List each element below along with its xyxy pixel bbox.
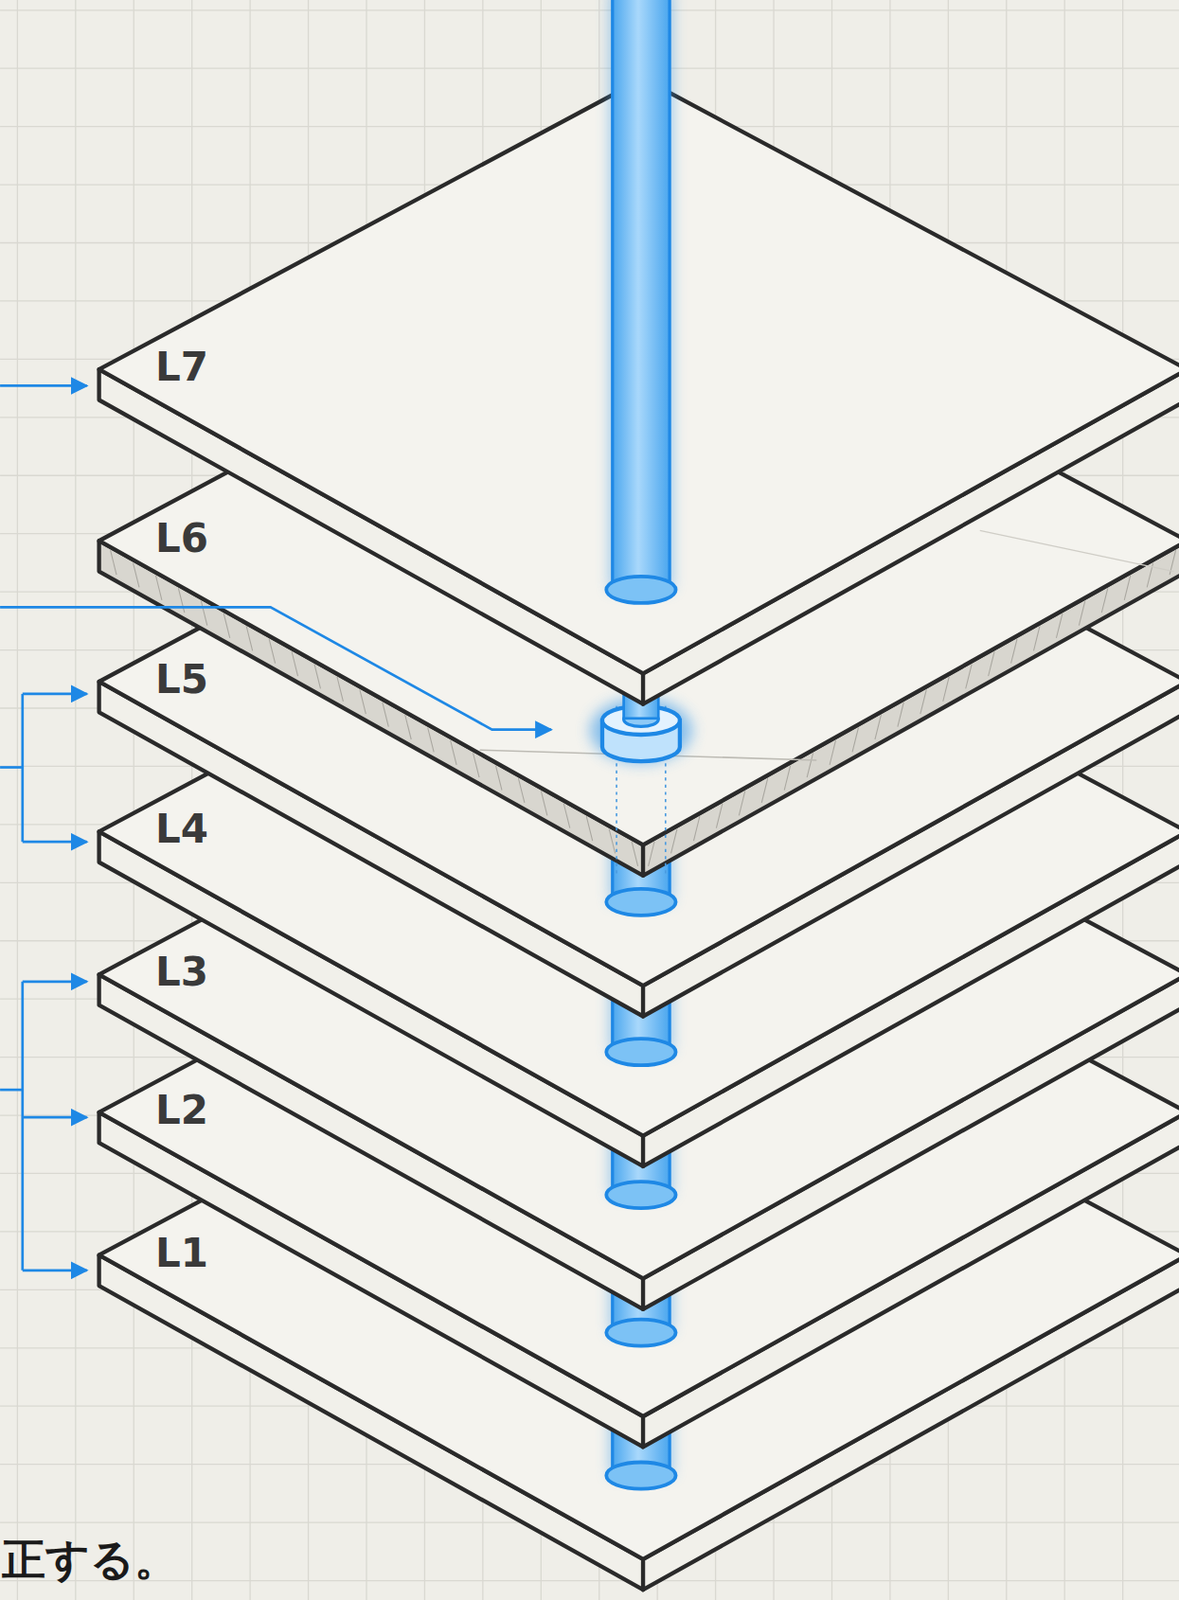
texture-hatch (784, 766, 790, 791)
pointer-arrow (22, 981, 88, 984)
texture-hatch (715, 803, 722, 829)
texture-hatch (897, 702, 904, 728)
pointer-arrow (20, 694, 24, 842)
texture-hatch (337, 677, 343, 702)
layer-label-box: L1 (155, 1232, 209, 1276)
texture-hatch (200, 601, 207, 626)
texture-hatch (223, 613, 230, 639)
texture-hatch (965, 664, 972, 690)
texture-hatch (473, 752, 480, 778)
pointer-arrows (0, 385, 552, 1270)
texture-hatch (359, 689, 366, 715)
texture-hatch (291, 651, 298, 677)
pointer-arrow (22, 693, 88, 697)
texture-hatch (608, 829, 615, 855)
texture-hatch (314, 664, 321, 690)
rod-hole (606, 1462, 676, 1489)
layer-label-box: L4 (155, 807, 209, 852)
texture-hatch (648, 841, 655, 867)
pointer-arrow (22, 840, 88, 844)
texture-hatch (738, 790, 745, 816)
rod-hole (606, 889, 676, 916)
grid-line (0, 9, 1179, 11)
texture-hatch (806, 752, 813, 778)
plates (99, 0, 1179, 1590)
texture-hatch (761, 778, 768, 804)
texture-hatch (155, 575, 161, 601)
texture-hatch (246, 625, 252, 651)
layer-label: L7 (155, 345, 209, 390)
texture-hatch (829, 740, 836, 766)
texture-hatch (405, 714, 411, 740)
texture-hatch (1055, 613, 1062, 639)
layer-label: L3 (155, 950, 209, 995)
texture-hatch (518, 778, 524, 804)
pointer-arrow (20, 982, 24, 1271)
texture-line (980, 530, 1175, 572)
layer-label: L6 (155, 517, 209, 561)
texture-hatch (110, 550, 117, 575)
texture-hatch (671, 829, 678, 855)
layer-plate (99, 0, 1179, 705)
texture-hatch (920, 689, 927, 715)
texture-hatch (1011, 639, 1018, 664)
texture-hatch (693, 816, 699, 841)
pointer-arrow (0, 607, 552, 730)
pointer-arrow (22, 1116, 88, 1120)
rod-glow (610, 0, 673, 590)
layer-label-box: L7 (155, 345, 209, 390)
pointer-arrow (0, 1089, 23, 1092)
pointer-arrow (22, 1269, 88, 1273)
layer-label: L4 (155, 807, 209, 852)
layer-label-box: L6 (155, 517, 209, 561)
texture-hatch (133, 563, 140, 589)
layer-label-box: L5 (155, 658, 209, 702)
texture-hatch (1034, 625, 1040, 651)
texture-hatch (495, 766, 501, 791)
pointer-arrow (0, 766, 23, 769)
grid-line (17, 0, 18, 1600)
texture-hatch (1101, 588, 1108, 613)
layer-label-box: L3 (155, 950, 209, 995)
texture-hatch (988, 651, 995, 677)
texture-hatch (1124, 575, 1130, 601)
texture-hatch (1078, 601, 1085, 626)
texture-hatch (450, 740, 457, 766)
texture-hatch (178, 588, 184, 613)
grid-line (133, 0, 135, 1600)
rod-hole (606, 1038, 676, 1066)
texture-hatch (268, 639, 275, 664)
texture-hatch (382, 702, 389, 728)
caption-fragment: 正する。 (1, 1536, 179, 1585)
texture-hatch (875, 714, 881, 740)
layer-label-box: L2 (155, 1089, 209, 1133)
rod-hole (606, 576, 676, 604)
texture-hatch (852, 728, 858, 753)
texture-hatch (428, 728, 434, 753)
grid-line (0, 68, 1179, 70)
rod (612, 0, 670, 590)
rod-hole (606, 1181, 676, 1209)
rod-hole (606, 1320, 676, 1347)
texture-hatch (631, 841, 638, 867)
texture-hatch (586, 816, 592, 841)
pointer-arrow (0, 384, 88, 388)
texture-hatch (540, 790, 547, 816)
layer-label: L5 (155, 658, 209, 702)
texture-hatch (563, 803, 570, 829)
layer-label: L2 (155, 1089, 209, 1133)
layer-label: L1 (155, 1232, 209, 1276)
texture-hatch (943, 677, 949, 702)
grid-line (74, 0, 76, 1600)
